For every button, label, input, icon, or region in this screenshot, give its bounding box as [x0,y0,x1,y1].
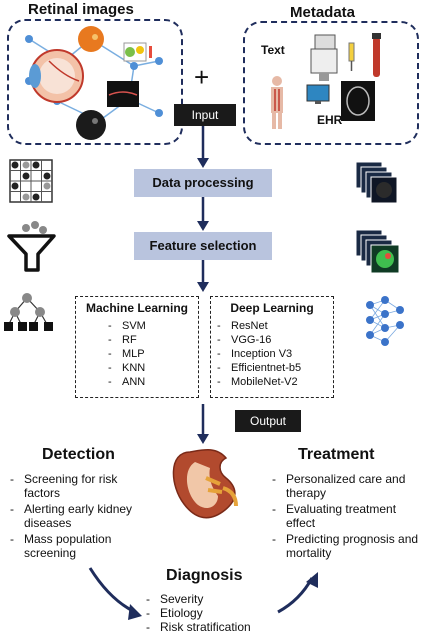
detection-item: Screening for risk factors [10,472,148,500]
hierarchy-tree-icon [7,297,49,327]
ml-item: MLP [108,347,198,361]
diagnosis-item: Etiology [146,606,286,620]
metadata-panel: Text EHR [243,21,419,145]
treatment-item: Evaluating treatment effect [272,502,420,530]
treatment-item: Predicting prognosis and mortality [272,532,420,560]
dl-item: MobileNet-V2 [217,375,333,389]
dl-item: Efficientnet-b5 [217,361,333,375]
ultrasound-icon [310,34,338,81]
ml-item: KNN [108,361,198,375]
diagnosis-title: Diagnosis [166,567,243,584]
dl-item: VGG-16 [217,333,333,347]
dl-item: ResNet [217,319,333,333]
blood-tube-icon [372,33,381,77]
feature-selection-box: Feature selection [134,232,272,260]
dl-title: Deep Learning [230,301,314,315]
syringe-icon [348,42,355,71]
ml-item: ANN [108,375,198,389]
metadata-icons [271,33,381,129]
detection-list: Screening for risk factors Alerting earl… [10,472,148,560]
plus-sign: + [194,62,210,92]
data-processing-box: Data processing [134,169,272,197]
diagnosis-item: Severity [146,592,286,606]
ml-list: SVM RF MLP KNN ANN [108,319,198,389]
dl-item: Inception V3 [217,347,333,361]
detection-item: Alerting early kidney diseases [10,502,148,530]
output-label: Output [235,410,301,432]
detection-to-diagnosis-arrow [88,567,136,614]
body-anatomy-icon [271,76,283,129]
retinal-images-panel [7,19,183,145]
retinal-network-icon [25,26,163,140]
grid-matrix-icon [9,159,53,203]
dl-list: ResNet VGG-16 Inception V3 Efficientnet-… [217,319,333,389]
diagnosis-item: Risk stratification [146,620,286,634]
ml-item: RF [108,333,198,347]
treatment-title: Treatment [298,446,375,463]
retinal-images-title: Retinal images [28,1,134,18]
detection-item: Mass population screening [10,532,148,560]
ml-item: SVM [108,319,198,333]
ehr-label: EHR [317,113,343,127]
deep-learning-box: Deep Learning ResNet VGG-16 Inception V3… [210,296,334,398]
image-stack-icon [355,161,398,204]
diagnosis-list: Severity Etiology Risk stratification [146,592,286,634]
treatment-list: Personalized care and therapy Evaluating… [272,472,420,560]
ml-title: Machine Learning [85,301,189,315]
machine-learning-box: Machine Learning SVM RF MLP KNN ANN [75,296,199,398]
metadata-title: Metadata [290,4,356,21]
treatment-item: Personalized care and therapy [272,472,420,500]
text-label: Text [261,43,285,57]
detection-title: Detection [42,446,115,463]
kidney-icon [172,449,238,519]
input-label: Input [174,104,236,126]
monitor-icon [306,84,330,104]
brain-scan-icon [341,81,375,121]
funnel-filter-icon [7,221,56,272]
heatmap-stack-icon [355,229,400,274]
neural-network-icon [369,299,401,343]
